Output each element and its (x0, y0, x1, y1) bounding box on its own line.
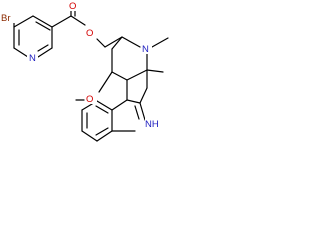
bond (96, 38, 106, 48)
bond (134, 105, 140, 120)
bond (81, 130, 98, 142)
chemical-structure-diagram: Br N O O N O NH (0, 0, 169, 142)
bond (13, 47, 29, 58)
bond (95, 127, 109, 136)
bond (37, 47, 53, 58)
bond (96, 130, 113, 142)
atom-labels: Br N O O N O NH (0, 0, 165, 130)
bond (111, 71, 128, 81)
bond (126, 99, 141, 104)
ester-oxygen-label: O (86, 28, 93, 39)
bond (32, 15, 53, 28)
bond (111, 99, 128, 111)
pyridine-nitrogen-label: N (29, 53, 36, 64)
bond (37, 44, 49, 52)
bond (111, 36, 123, 50)
bromine-atom-label: Br (1, 13, 11, 24)
bond (13, 15, 34, 28)
methoxy-oxygen-label: O (86, 94, 93, 105)
indole-nh-label: NH (145, 119, 159, 130)
carbonyl-oxygen-label: O (69, 1, 76, 12)
bond (70, 15, 86, 26)
bond (35, 21, 51, 31)
bond (121, 36, 141, 48)
bond (104, 36, 123, 48)
bond (146, 69, 164, 73)
bond (139, 87, 148, 104)
bond (95, 105, 109, 114)
bonds (13, 9, 169, 142)
bond (151, 37, 169, 48)
bond (126, 69, 148, 81)
bond (139, 102, 146, 121)
bond (98, 71, 113, 93)
bond (96, 100, 113, 111)
bond (51, 15, 72, 28)
amine-nitrogen-label: N (142, 44, 149, 55)
